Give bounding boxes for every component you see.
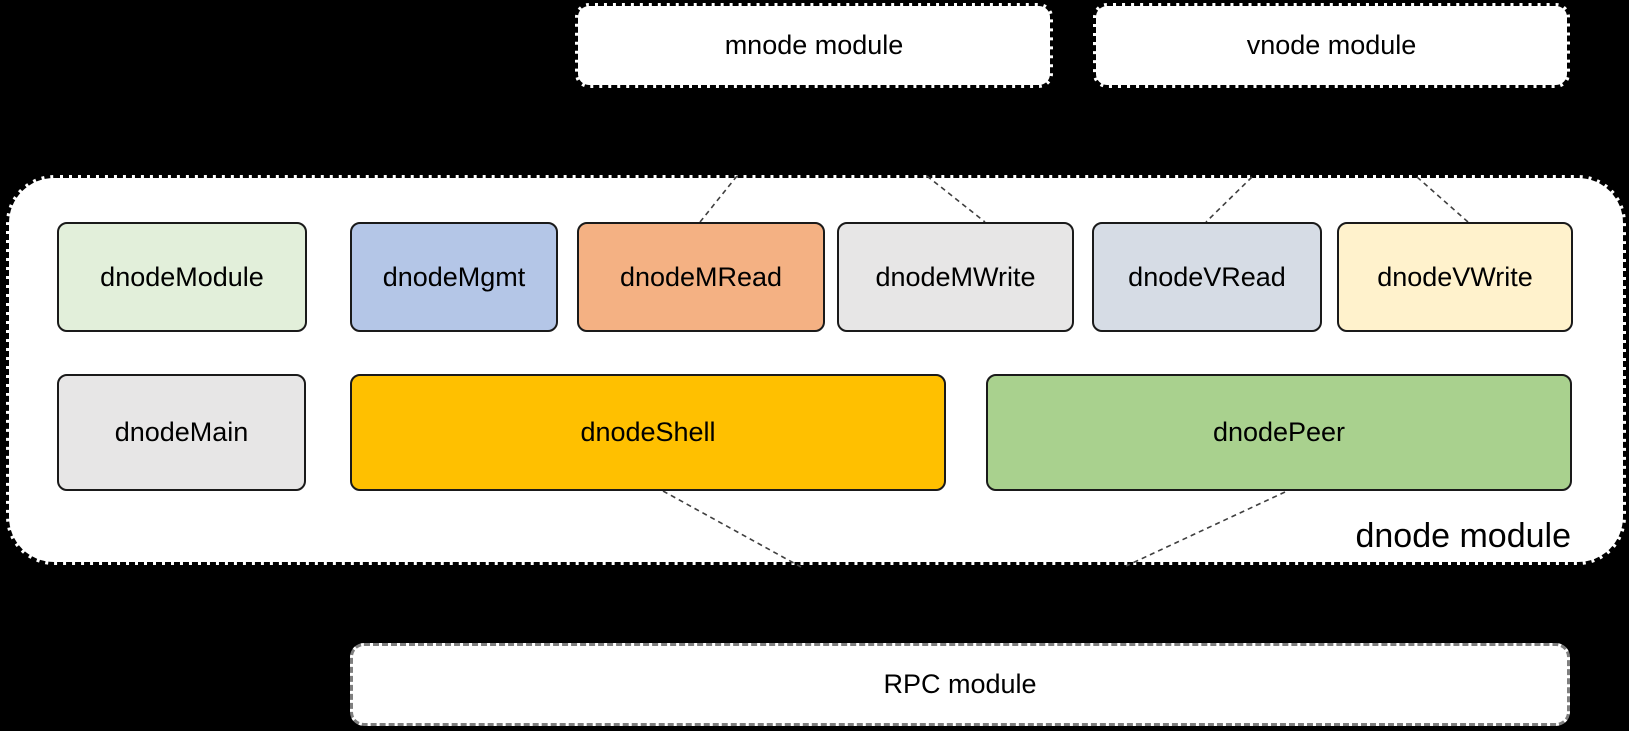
box-dnodeVWrite: dnodeVWrite	[1337, 222, 1573, 332]
mnode-module-box: mnode module	[575, 3, 1053, 88]
box-dnodeMWrite: dnodeMWrite	[837, 222, 1074, 332]
box-dnodePeer: dnodePeer	[986, 374, 1572, 491]
box-dnodeMgmt: dnodeMgmt	[350, 222, 558, 332]
box-dnodeShell: dnodeShell	[350, 374, 946, 491]
box-dnodeMain: dnodeMain	[57, 374, 306, 491]
rpc-module-box: RPC module	[350, 643, 1570, 726]
box-dnodeModule: dnodeModule	[57, 222, 307, 332]
box-dnodeMRead: dnodeMRead	[577, 222, 825, 332]
box-dnodeVRead: dnodeVRead	[1092, 222, 1322, 332]
vnode-module-box: vnode module	[1093, 3, 1570, 88]
dnode-module-label: dnode module	[1355, 517, 1571, 555]
